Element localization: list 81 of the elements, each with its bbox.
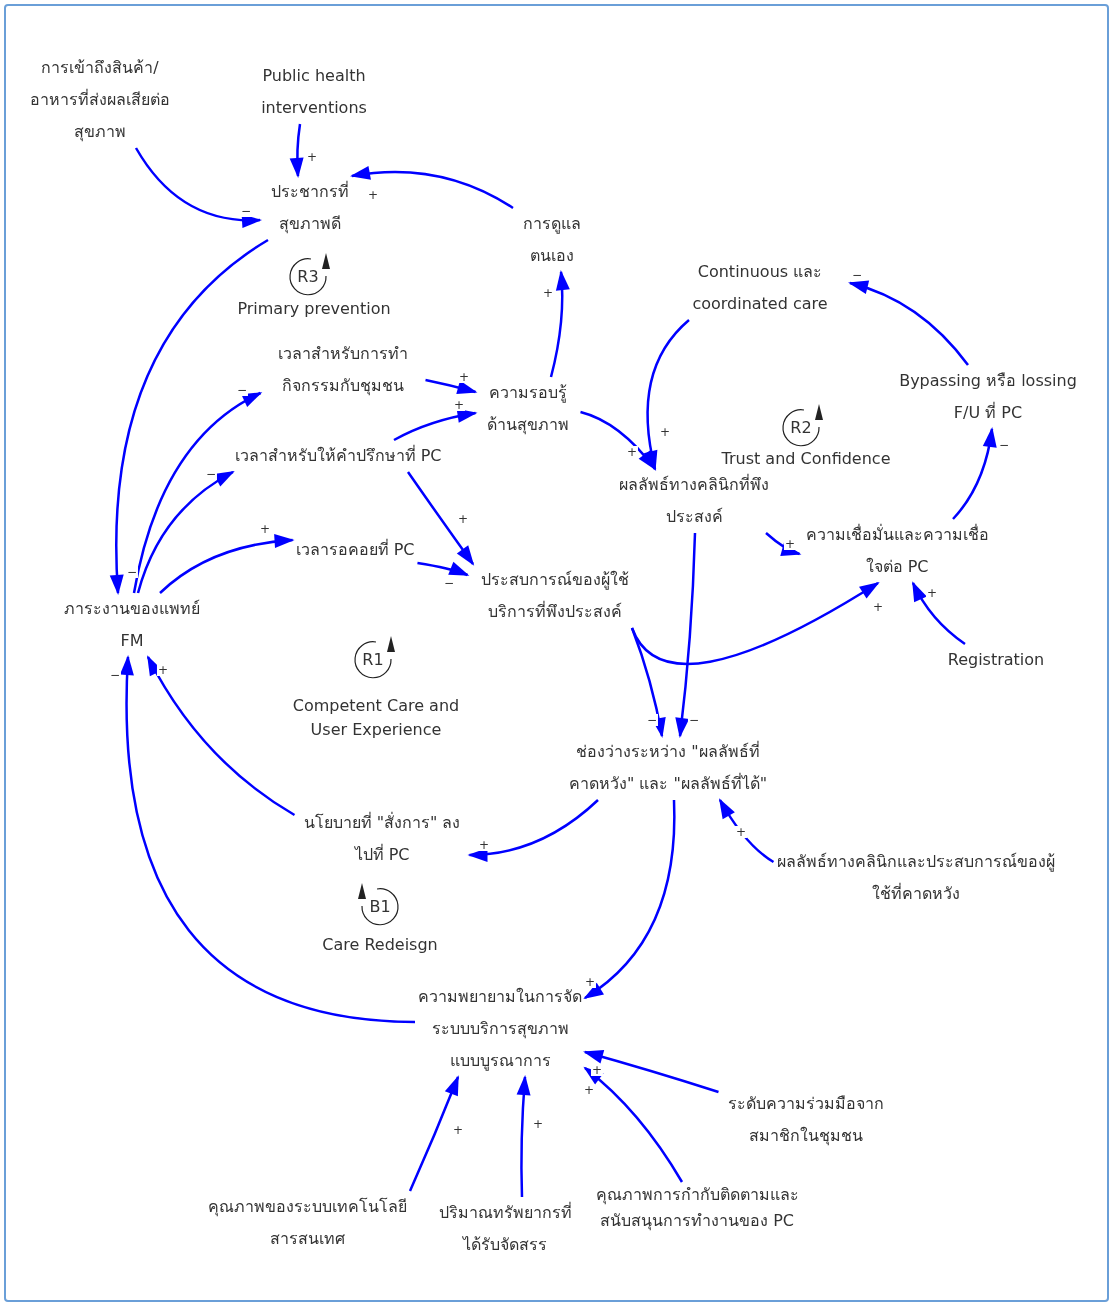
polarity-sign: +: [541, 287, 555, 299]
variable-text: ช่องว่างระหว่าง "ผลลัพธ์ที่คาดหวัง" และ "ผลลัพธ์ที่ได้": [565, 736, 771, 800]
variable-text: เวลาสำหรับให้คำปรึกษาที่ PC: [231, 440, 445, 472]
polarity-sign: −: [645, 714, 659, 726]
polarity-sign: +: [871, 601, 885, 613]
loop-id: R2: [790, 417, 812, 439]
causal-arrow: [549, 270, 570, 378]
polarity-sign: +: [734, 826, 748, 838]
causal-arrow: [765, 532, 802, 556]
loop-id: B1: [369, 896, 391, 918]
loop-name: Competent Care and User Experience: [291, 695, 461, 741]
polarity-sign: +: [531, 1118, 545, 1130]
causal-arrow: [630, 581, 880, 666]
causal-arrow: [644, 319, 690, 471]
polarity-sign: +: [925, 587, 939, 599]
variable-text: Continuous และ coordinated care: [670, 256, 850, 320]
causal-arrow: [718, 798, 775, 864]
variable-text: ระดับความร่วมมือจากสมาชิกในชุมชน: [718, 1088, 894, 1152]
causal-arrow: [406, 471, 475, 566]
causal-arrow: [136, 470, 235, 594]
variable-text: นโยบายที่ "สั่งการ" ลงไปที่ PC: [294, 807, 470, 871]
causal-arrow: [159, 534, 295, 594]
variable-text: ผลลัพธ์ทางคลินิกที่พึงประสงค์: [614, 469, 774, 533]
causal-arrow: [120, 655, 416, 1024]
variable-text: เวลาสำหรับการทำกิจกรรมกับชุมชน: [260, 338, 426, 402]
variable-text: เวลารอคอยที่ PC: [292, 534, 418, 566]
polarity-sign: +: [583, 976, 597, 988]
polarity-sign: +: [582, 1084, 596, 1096]
causal-arrow: [675, 532, 697, 738]
polarity-sign: +: [625, 446, 639, 458]
loop-id: R3: [297, 266, 319, 288]
causal-arrow: [630, 627, 666, 738]
causal-arrow: [289, 123, 304, 178]
causal-arrow: [516, 1075, 531, 1198]
polarity-sign: +: [658, 426, 672, 438]
polarity-sign: +: [477, 839, 491, 851]
polarity-sign: +: [366, 189, 380, 201]
variable-text: ประสบการณ์ของผู้ใช้บริการที่พึงประสงค์: [467, 564, 643, 628]
variable-text: ความเชื่อมั่นและความเชื่อใจต่อ PC: [799, 519, 995, 583]
loop-name: Primary prevention: [237, 298, 391, 320]
causal-arrow: [110, 238, 269, 595]
polarity-sign: +: [783, 538, 797, 550]
variable-text: ผลลัพธ์ทางคลินิกและประสบการณ์ของผู้ใช้ที่คาดหวัง: [773, 846, 1059, 910]
polarity-sign: +: [456, 513, 470, 525]
variable-text: คุณภาพของระบบเทคโนโลยีสารสนเทศ: [189, 1191, 425, 1255]
causal-arrow: [583, 800, 676, 1000]
causal-arrow: [134, 147, 262, 228]
polarity-sign: +: [590, 1064, 604, 1076]
polarity-sign: +: [258, 523, 272, 535]
causal-arrow: [417, 561, 470, 577]
variable-text: การดูแลตนเอง: [512, 208, 592, 272]
polarity-sign: +: [305, 151, 319, 163]
causal-arrow: [911, 581, 966, 645]
polarity-sign: −: [125, 566, 139, 578]
polarity-sign: +: [452, 399, 466, 411]
variable-text: การเข้าถึงสินค้า/อาหารที่ส่งผลเสียต่อสุขภาพ: [25, 52, 175, 148]
causal-arrow: [425, 378, 478, 395]
variable-text: Public health interventions: [244, 60, 384, 124]
variable-text: Bypassing หรือ lossing F/U ที่ PC: [888, 365, 1088, 429]
causal-arrow: [467, 799, 599, 862]
causal-arrow: [583, 1066, 684, 1183]
polarity-sign: +: [457, 371, 471, 383]
loop-id: R1: [362, 649, 384, 671]
loop-name: Care Redeisgn: [322, 934, 438, 956]
causal-arrow: [408, 1075, 460, 1192]
variable-text: ประชากรที่สุขภาพดี: [260, 176, 360, 240]
variable-text: ความรอบรู้ด้านสุขภาพ: [475, 377, 581, 441]
causal-arrow: [132, 391, 263, 594]
polarity-sign: +: [156, 664, 170, 676]
causal-arrow: [350, 166, 514, 210]
causal-arrow: [952, 427, 997, 520]
loop-name: Trust and Confidence: [721, 448, 891, 470]
causal-arrow: [583, 1050, 719, 1094]
causal-arrow: [580, 410, 657, 471]
polarity-sign: +: [451, 1124, 465, 1136]
variable-text: ภาระงานของแพทย์ FM: [49, 593, 215, 657]
variable-text: Registration: [944, 644, 1048, 676]
causal-arrow: [146, 655, 296, 817]
variable-text: ความพยายามในการจัดระบบบริการสุขภาพแบบบูรณาการ: [415, 981, 585, 1077]
causal-arrow: [848, 281, 969, 366]
causal-arrow: [393, 409, 478, 442]
